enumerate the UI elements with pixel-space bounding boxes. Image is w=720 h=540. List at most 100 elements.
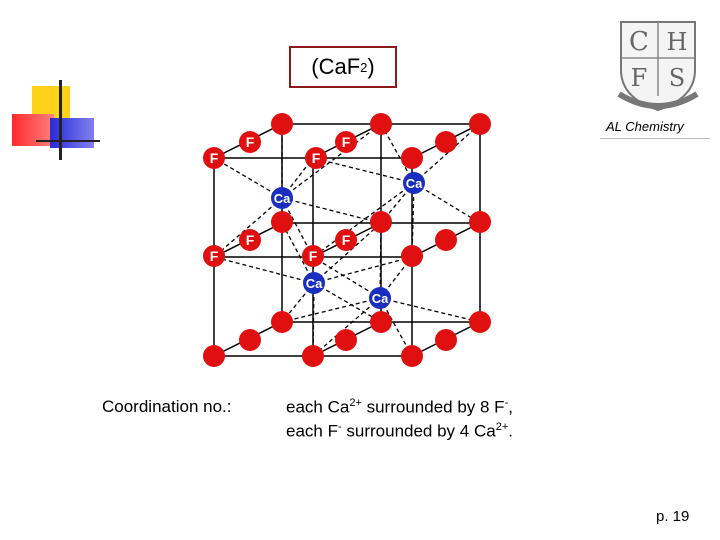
fluoride-sphere bbox=[401, 245, 423, 267]
caption-text: each Ca bbox=[286, 397, 350, 417]
ca-f-bond-dashed bbox=[213, 197, 283, 258]
ca-f-bond-dashed bbox=[313, 222, 382, 284]
fluoride-sphere bbox=[203, 147, 225, 169]
title-open: ( bbox=[311, 54, 319, 79]
caption-text: . bbox=[508, 421, 513, 441]
ca-f-bond-dashed bbox=[413, 182, 481, 224]
fluoride-sphere bbox=[271, 311, 293, 333]
fluoride-sphere bbox=[469, 113, 491, 135]
fluoride-ion bbox=[435, 229, 457, 251]
calcium-ion: Ca bbox=[303, 272, 325, 294]
fluoride-ion bbox=[435, 131, 457, 153]
decor-blue-square bbox=[50, 118, 94, 148]
caption-superscript: 2+ bbox=[349, 397, 362, 409]
ca-f-bond-dashed bbox=[379, 222, 382, 299]
title-subscript: 2 bbox=[360, 59, 368, 75]
fluoride-sphere bbox=[435, 329, 457, 351]
ca-f-bond-dashed bbox=[312, 297, 381, 357]
decor-horizontal-line bbox=[36, 140, 100, 142]
fluoride-sphere bbox=[271, 113, 293, 135]
ca-f-bond-dashed bbox=[213, 157, 283, 199]
ca-f-bond-dashed bbox=[281, 123, 382, 199]
fluoride-sphere bbox=[239, 329, 261, 351]
fluoride-sphere bbox=[370, 211, 392, 233]
caption-text: surrounded by 4 Ca bbox=[341, 421, 496, 441]
caption-ca-statement: each Ca2+ surrounded by 8 F-, bbox=[286, 397, 513, 418]
caption-text: each F bbox=[286, 421, 338, 441]
fluoride-sphere bbox=[370, 311, 392, 333]
fluoride-sphere bbox=[370, 113, 392, 135]
fluoride-ion bbox=[203, 345, 225, 367]
fluoride-sphere bbox=[335, 329, 357, 351]
ca-f-bond-dashed bbox=[281, 222, 315, 284]
fluoride-sphere bbox=[435, 229, 457, 251]
fluoride-sphere bbox=[239, 131, 261, 153]
fluoride-ion bbox=[401, 245, 423, 267]
course-underline bbox=[600, 138, 710, 139]
svg-text:F: F bbox=[631, 64, 648, 92]
caption-label: Coordination no.: bbox=[102, 397, 232, 416]
calcium-label: Ca bbox=[274, 191, 291, 206]
calcium-sphere bbox=[303, 272, 325, 294]
caption-superscript: - bbox=[504, 397, 509, 409]
fluoride-sphere bbox=[203, 245, 225, 267]
caption-superscript: 2+ bbox=[495, 421, 509, 433]
fluoride-ion: F bbox=[203, 245, 225, 267]
ca-f-bond-dashed bbox=[281, 297, 381, 323]
fluoride-ion: F bbox=[302, 245, 324, 267]
calcium-sphere bbox=[369, 287, 391, 309]
fluoride-sphere bbox=[335, 131, 357, 153]
title-formula-mid: F bbox=[346, 54, 361, 79]
caption-line-1: Coordination no.: bbox=[102, 397, 231, 417]
calcium-ion: Ca bbox=[369, 287, 391, 309]
fluoride-ion bbox=[401, 345, 423, 367]
ca-f-bond-dashed bbox=[413, 123, 481, 184]
fluoride-ion: F bbox=[239, 131, 261, 153]
fluoride-ion bbox=[401, 147, 423, 169]
svg-text:H: H bbox=[667, 28, 688, 56]
fluoride-sphere bbox=[271, 211, 293, 233]
fluoride-sphere bbox=[469, 211, 491, 233]
fluoride-ion: F bbox=[239, 229, 261, 251]
fluoride-ion bbox=[370, 113, 392, 135]
fluoride-ion bbox=[271, 113, 293, 135]
fluoride-ion bbox=[271, 311, 293, 333]
fluoride-sphere bbox=[239, 229, 261, 251]
ca-f-bond-dashed bbox=[380, 123, 415, 184]
ca-f-bond-dashed bbox=[313, 282, 382, 323]
fluoride-ion bbox=[335, 329, 357, 351]
course-label: AL Chemistry bbox=[606, 119, 684, 134]
fluoride-ion: F bbox=[203, 147, 225, 169]
ca-f-bond-dashed bbox=[312, 182, 415, 258]
fluoride-label: F bbox=[342, 232, 351, 248]
fluoride-ion bbox=[271, 211, 293, 233]
caption-superscript: - bbox=[337, 421, 342, 433]
ca-f-bond-dashed bbox=[312, 157, 415, 184]
fluoride-ion: F bbox=[335, 131, 357, 153]
ca-f-bond-dashed bbox=[312, 282, 315, 357]
title-close: ) bbox=[367, 54, 375, 79]
calcium-label: Ca bbox=[306, 276, 323, 291]
fluoride-ion bbox=[435, 329, 457, 351]
caption-text: , bbox=[508, 397, 513, 417]
page-number: p. 19 bbox=[656, 508, 690, 525]
fluoride-ion bbox=[469, 211, 491, 233]
ca-f-bond-dashed bbox=[379, 297, 481, 323]
calcium-label: Ca bbox=[372, 291, 389, 306]
fluoride-label: F bbox=[246, 232, 255, 248]
fluoride-label: F bbox=[309, 248, 318, 264]
fluoride-sphere bbox=[401, 147, 423, 169]
svg-text:C: C bbox=[629, 27, 649, 57]
ca-f-bond-dashed bbox=[411, 182, 415, 258]
fluoride-ion bbox=[469, 311, 491, 333]
fluoride-ion bbox=[370, 211, 392, 233]
caption-text: surrounded by 8 F bbox=[361, 397, 505, 417]
fluoride-ion bbox=[302, 345, 324, 367]
fluoride-sphere bbox=[203, 345, 225, 367]
calcium-label: Ca bbox=[406, 176, 423, 191]
fluoride-ion bbox=[370, 311, 392, 333]
caption-f-statement: each F- surrounded by 4 Ca2+. bbox=[286, 421, 513, 442]
svg-text:S: S bbox=[669, 64, 685, 92]
